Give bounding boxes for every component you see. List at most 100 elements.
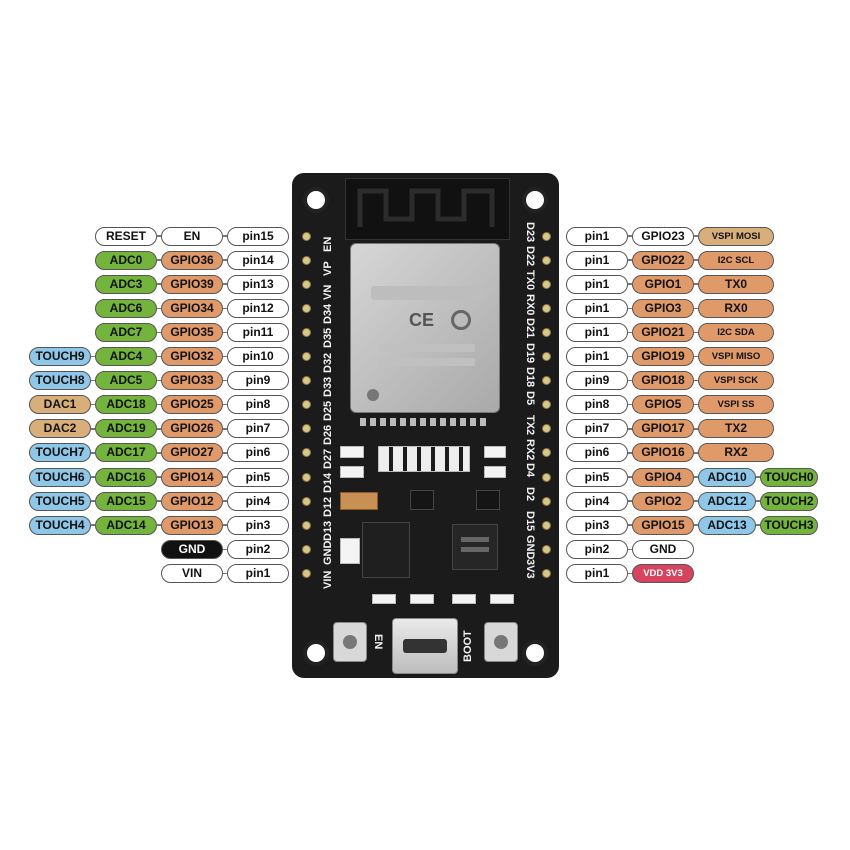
pin-label-pin10: pin10 (227, 347, 289, 366)
pin-label-pin1: pin1 (566, 322, 628, 342)
pin-label-gpio22: GPIO22 (632, 250, 694, 270)
en-button-cap (343, 635, 357, 649)
pin-label-gpio4: GPIO4 (632, 467, 694, 487)
pin-label-dac1: DAC1 (29, 395, 91, 415)
connector-line (223, 235, 227, 237)
connector-line (223, 500, 227, 502)
pin-label-gpio23: GPIO23 (632, 226, 694, 246)
connector-line (694, 235, 698, 237)
pin-label-vspi-mosi: VSPI MOSI (698, 226, 774, 246)
pin-label-pin3: pin3 (566, 515, 628, 535)
connector-line (91, 524, 95, 526)
pin-label-gpio16: GPIO16 (632, 443, 694, 463)
connector-line (628, 500, 632, 502)
silkscreen-label: D25 (322, 400, 334, 421)
connector-line (694, 259, 698, 261)
silkscreen-label: D26 (322, 424, 334, 445)
pin-label-pin1: pin1 (566, 274, 628, 294)
usb-uart-chip (452, 524, 498, 570)
connector-line (628, 259, 632, 261)
silkscreen-label: D15 (524, 511, 536, 532)
pin-label-adc4: ADC4 (95, 347, 157, 366)
pin-label-adc5: ADC5 (95, 371, 157, 391)
module-marking-text (379, 344, 475, 352)
header-pin (541, 231, 551, 241)
en-button[interactable] (333, 622, 367, 662)
header-pin (541, 279, 551, 289)
pin-label-touch0: TOUCH0 (760, 467, 818, 487)
pin-label-adc14: ADC14 (95, 515, 157, 535)
connector-line (628, 428, 632, 430)
connector-line (694, 428, 698, 430)
ce-mark: CE (409, 310, 435, 330)
pin-label-vspi-sck: VSPI SCK (698, 371, 774, 391)
pin-label-gpio34: GPIO34 (161, 298, 223, 318)
silkscreen-label: D27 (322, 448, 334, 469)
header-pin (541, 424, 551, 434)
connector-line (628, 548, 632, 551)
pin-label-adc12: ADC12 (698, 491, 756, 511)
pin-label-vdd-3v3: VDD 3V3 (632, 563, 694, 583)
silkscreen-label: GND (322, 540, 334, 566)
module-pad-row (360, 418, 490, 426)
pin-label-pin12: pin12 (227, 298, 289, 318)
mounting-hole-top-right (522, 187, 548, 213)
connector-line (694, 283, 698, 285)
antenna-area (345, 178, 510, 240)
smd-resistor (452, 594, 476, 604)
pin-label-gnd: GND (161, 539, 223, 559)
header-pin (541, 496, 551, 506)
connector-line (694, 307, 698, 310)
smd-resistor (340, 446, 364, 458)
pin-label-pin7: pin7 (566, 419, 628, 439)
pin-label-pin15: pin15 (227, 226, 289, 246)
wifi-icon (451, 310, 471, 330)
connector-line (628, 572, 632, 575)
micro-usb-port[interactable] (392, 618, 458, 674)
chip-marking (461, 547, 489, 552)
pin-label-adc17: ADC17 (95, 443, 157, 463)
pin-label-pin6: pin6 (227, 443, 289, 463)
pin-label-vspi-ss: VSPI SS (698, 395, 774, 415)
boot-button-cap (494, 635, 508, 649)
connector-line (628, 307, 632, 310)
header-pin (541, 255, 551, 265)
connector-line (157, 500, 161, 502)
header-pin (301, 352, 311, 361)
connector-line (694, 355, 698, 358)
header-pin (301, 327, 311, 337)
pin-label-gpio21: GPIO21 (632, 322, 694, 342)
smd-resistor (372, 594, 396, 604)
header-pin (301, 544, 311, 554)
connector-line (628, 476, 632, 478)
connector-line (223, 476, 227, 478)
smd-resistor (340, 466, 364, 478)
header-pin (541, 448, 551, 458)
connector-line (223, 355, 227, 358)
connector-line (157, 283, 161, 285)
pin-label-gpio36: GPIO36 (161, 250, 223, 270)
header-pin (301, 279, 311, 289)
silkscreen-label: D21 (524, 318, 536, 339)
connector-line (694, 379, 698, 382)
smd-capacitor (340, 492, 378, 510)
connector-line (694, 452, 698, 454)
pin-label-touch9: TOUCH9 (29, 347, 91, 366)
pin-label-gpio33: GPIO33 (161, 371, 223, 391)
silkscreen-label: RX0 (524, 294, 536, 316)
pin-label-pin13: pin13 (227, 274, 289, 294)
pin-label-tx0: TX0 (698, 274, 774, 294)
connector-line (628, 452, 632, 454)
pin-label-gpio19: GPIO19 (632, 347, 694, 366)
pin-label-pin5: pin5 (566, 467, 628, 487)
pin-label-pin1: pin1 (566, 563, 628, 583)
silkscreen-label: D35 (322, 328, 334, 349)
boot-button[interactable] (484, 622, 518, 662)
connector-line (223, 259, 227, 261)
pin-label-touch8: TOUCH8 (29, 371, 91, 391)
pin-label-adc3: ADC3 (95, 274, 157, 294)
header-pin (301, 303, 311, 313)
connector-line (157, 379, 161, 382)
pin-label-gpio35: GPIO35 (161, 322, 223, 342)
